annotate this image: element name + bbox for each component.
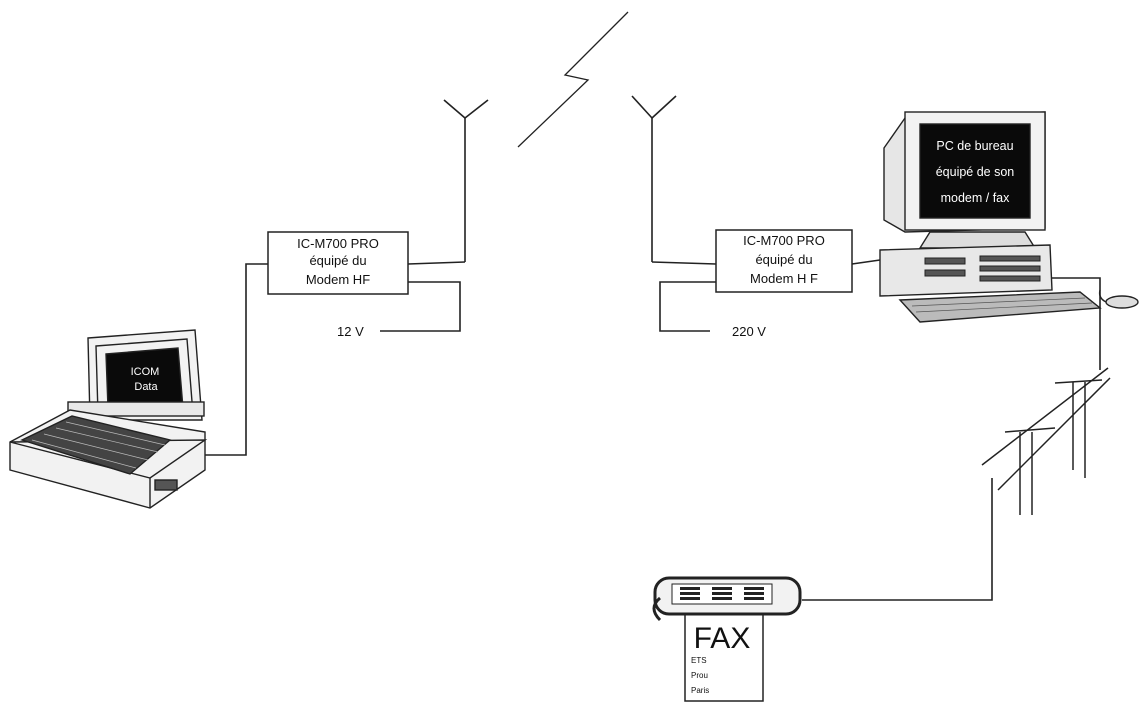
laptop-screen-line1: ICOM [131,366,160,378]
fax-paper-line3: Paris [691,686,709,695]
fax-title: FAX [694,622,751,655]
laptop-icon [9,329,208,509]
radio-link-bolt [517,11,629,148]
radio-box-left [267,231,409,295]
radio-right-line3: Modem H F [750,271,818,286]
radio-right-line1: IC-M700 PRO [743,233,825,248]
fax-paper-line1: ETS [691,656,707,665]
power-label-right: 220 V [732,324,766,339]
antenna-right [631,95,677,262]
antenna-left [443,99,489,262]
fax-machine-icon [652,576,802,702]
telephone-pole-icon [981,367,1111,515]
power-label-left: 12 V [337,324,364,339]
desktop-screen-line3: modem / fax [941,191,1011,205]
radio-box-right [715,229,853,293]
laptop-screen-line2: Data [134,381,158,393]
fax-paper-line2: Prou [691,671,708,680]
wires [205,259,1101,601]
radio-right-line2: équipé du [755,252,812,267]
desktop-screen-line1: PC de bureau [936,139,1013,153]
desktop-pc-icon [879,111,1139,323]
radio-left-line2: équipé du [309,253,366,268]
radio-left-line1: IC-M700 PRO [297,236,379,251]
radio-left-line3: Modem HF [306,272,370,287]
desktop-screen-line2: équipé de son [936,165,1015,179]
